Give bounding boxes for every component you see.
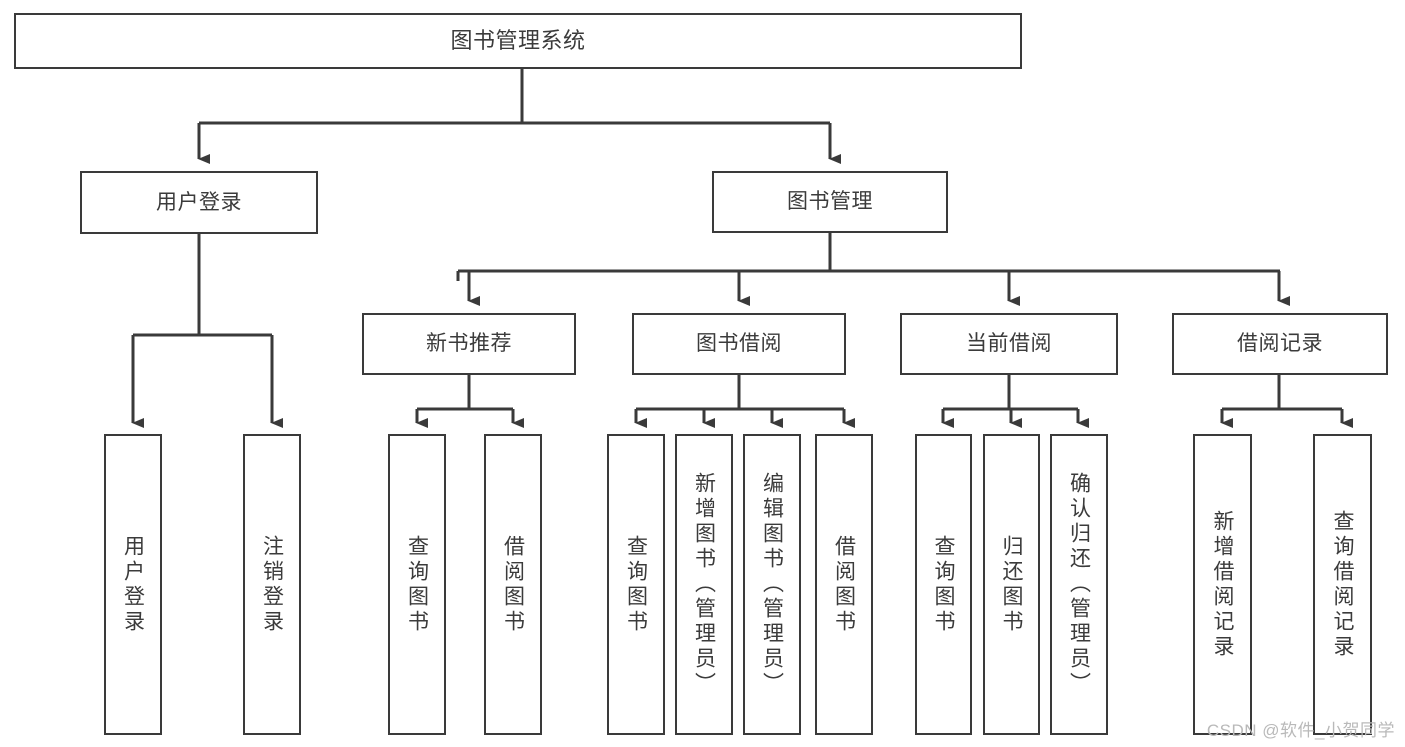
leaf-new-book-query[interactable]: 查询图书	[388, 434, 446, 735]
leaf-user-login-login[interactable]: 用户登录	[104, 434, 162, 735]
node-label: 当前借阅	[966, 332, 1052, 356]
node-label: 图书借阅	[696, 332, 782, 356]
node-label: 查询图书	[624, 534, 648, 635]
leaf-record-add-borrow-record[interactable]: 新增借阅记录	[1193, 434, 1252, 735]
leaf-borrow-edit-book-admin[interactable]: 编辑图书（管理员）	[743, 434, 801, 735]
leaf-record-query-borrow-record[interactable]: 查询借阅记录	[1313, 434, 1372, 735]
node-label: 借阅图书	[501, 534, 525, 635]
node-borrow-record[interactable]: 借阅记录	[1172, 313, 1388, 375]
leaf-user-login-logout[interactable]: 注销登录	[243, 434, 301, 735]
node-label: 归还图书	[1000, 534, 1023, 635]
watermark: CSDN @软件_小贺同学	[1206, 721, 1395, 740]
node-label: 用户登录	[121, 534, 145, 635]
node-label: 查询借阅记录	[1331, 509, 1354, 660]
leaf-borrow-query-book[interactable]: 查询图书	[607, 434, 665, 735]
node-new-book-recommendation[interactable]: 新书推荐	[362, 313, 576, 375]
leaf-current-return-book[interactable]: 归还图书	[983, 434, 1040, 735]
node-book-management[interactable]: 图书管理	[712, 171, 948, 233]
node-label: 借阅记录	[1237, 332, 1323, 356]
node-user-login[interactable]: 用户登录	[80, 171, 318, 234]
node-label: 编辑图书（管理员）	[760, 472, 784, 697]
node-label: 注销登录	[260, 534, 284, 635]
node-label: 查询图书	[405, 534, 429, 635]
node-book-borrow[interactable]: 图书借阅	[632, 313, 846, 375]
node-label: 图书管理系统	[450, 27, 586, 53]
leaf-new-book-borrow[interactable]: 借阅图书	[484, 434, 542, 735]
node-label: 确认归还（管理员）	[1067, 472, 1091, 697]
node-label: 查询图书	[932, 534, 955, 635]
leaf-current-query-book[interactable]: 查询图书	[915, 434, 972, 735]
node-label: 新书推荐	[426, 332, 512, 356]
leaf-current-confirm-return-admin[interactable]: 确认归还（管理员）	[1050, 434, 1108, 735]
leaf-borrow-add-book-admin[interactable]: 新增图书（管理员）	[675, 434, 733, 735]
node-label: 新增借阅记录	[1211, 509, 1234, 660]
node-label: 用户登录	[156, 190, 242, 214]
node-label: 图书管理	[787, 190, 873, 214]
leaf-borrow-borrow-book[interactable]: 借阅图书	[815, 434, 873, 735]
node-label: 借阅图书	[832, 534, 856, 635]
node-current-borrow[interactable]: 当前借阅	[900, 313, 1118, 375]
node-label: 新增图书（管理员）	[692, 472, 716, 697]
node-root-system[interactable]: 图书管理系统	[14, 13, 1022, 69]
